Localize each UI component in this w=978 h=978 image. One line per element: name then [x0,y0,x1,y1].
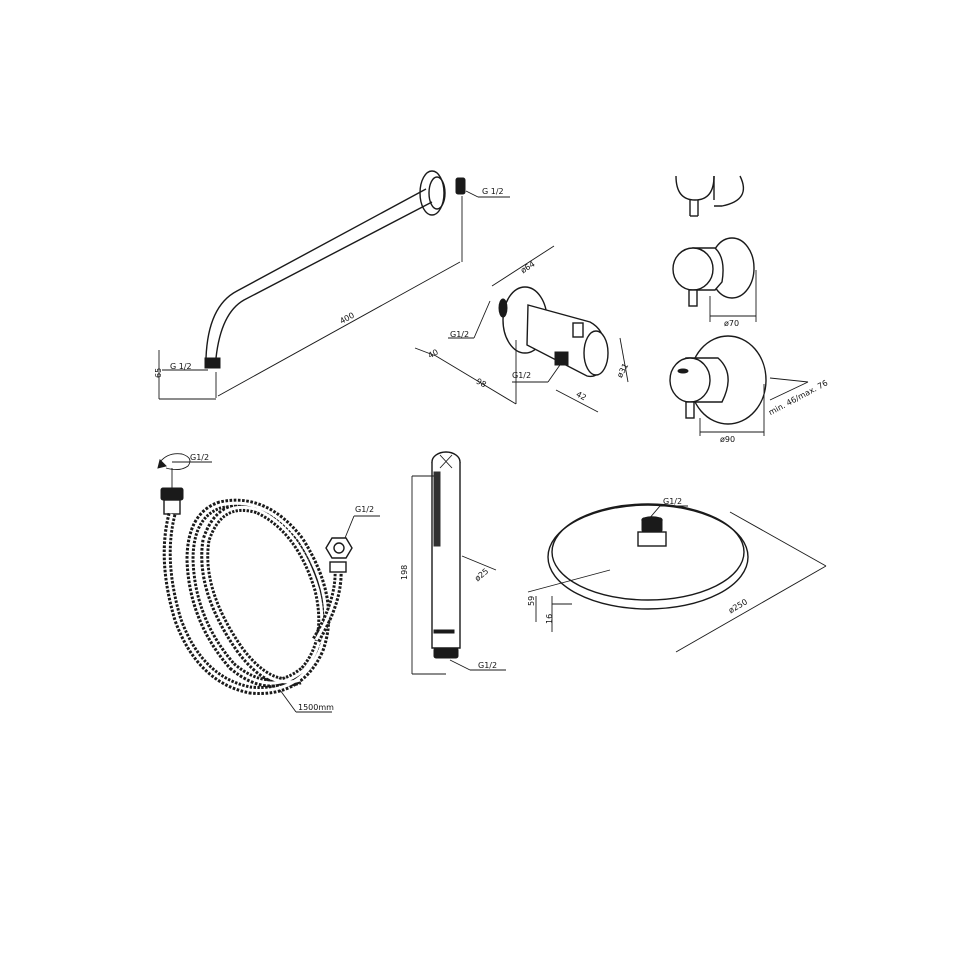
shower-arm [158,170,510,400]
mixer-diameter-small-label: ø70 [724,319,739,328]
holder-diameter-label: ø64 [519,259,537,275]
hand-shower-diameter-label: ø25 [473,567,490,584]
head-edge-label: 16 [545,614,554,624]
holder-hole-label: ø31 [615,362,630,380]
shower-head-plate [547,504,749,610]
arm-inlet-thread-label: G 1/2 [170,362,192,371]
holder-length-label: 98 [475,377,488,390]
hand-shower-thread-label: G1/2 [478,661,497,670]
mixer-diameter-large-label: ø90 [720,435,735,444]
holder-thread-label: G1/2 [450,330,469,339]
mixer-top [675,175,745,217]
arm-outlet-thread [204,357,221,369]
mixer-depth-label: min. 46/max. 76 [767,378,829,417]
arm-height-label: 65 [154,368,163,378]
hose-thread-nut-label: G1/2 [355,505,374,514]
holder-outlet-thread-label: G1/2 [512,371,531,380]
mixer-bottom-knob [669,357,711,403]
mixer-middle [672,237,757,322]
mixer-bottom [669,335,809,436]
holder-depth-label: 40 [427,348,440,361]
wall-outlet-holder [414,245,629,413]
mixer-middle-knob [672,247,714,291]
hose-length-label: 1500mm [298,703,334,712]
head-height-label: 59 [527,596,536,606]
hand-shower [411,451,506,675]
head-thread-label: G1/2 [663,497,682,506]
arm-wall-thread [455,177,466,195]
holder-offset-label: 42 [575,390,588,403]
hand-shower-length-label: 198 [400,565,409,580]
hose-thread-top-label: G1/2 [190,453,209,462]
arm-length-label: 400 [338,311,356,326]
arm-thread-label: G 1/2 [482,187,504,196]
shower-head [527,503,827,653]
holder-cup [583,330,609,376]
shower-hose [157,453,380,713]
